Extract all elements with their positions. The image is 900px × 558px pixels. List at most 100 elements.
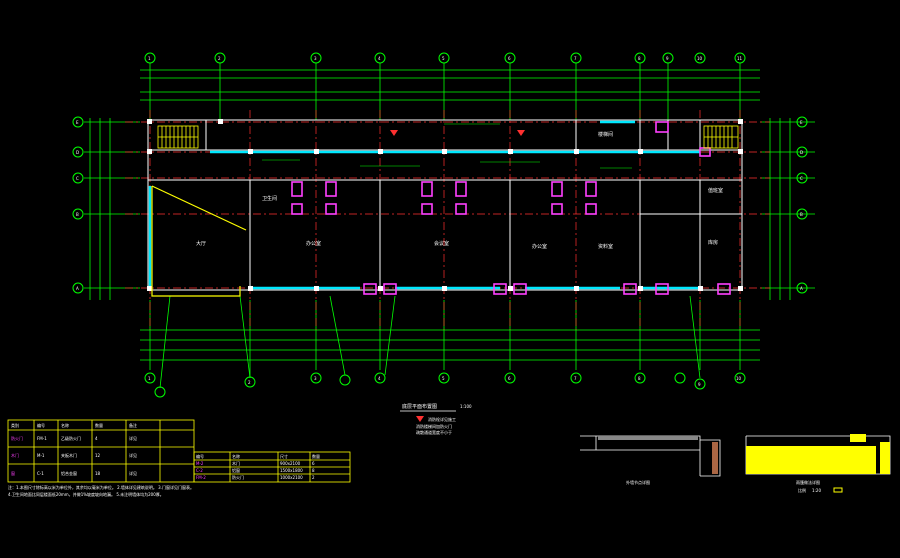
detail-2-scale-value: 1:20 [812, 488, 821, 493]
sub-cell: 6 [312, 461, 315, 466]
legend-cell: 详见 [129, 452, 137, 458]
legend-cell: 铝合金窗 [61, 470, 77, 476]
legend-header-0: 类别 [11, 422, 19, 428]
axis-label-top-6: 6 [508, 56, 511, 61]
axis-label-right-1: E [800, 120, 803, 125]
side-dimension-lines [84, 118, 815, 300]
axis-label-bottom-2: 2 [248, 380, 251, 385]
room-label-office-1: 办公室 [306, 240, 321, 247]
legend-header-4: 备注 [129, 422, 137, 428]
columns [147, 119, 743, 291]
legend-cell: 木门 [11, 452, 19, 458]
sub-cell: 2 [312, 475, 315, 480]
stair-right [703, 125, 739, 149]
axis-label-bottom-5: 5 [442, 376, 445, 381]
axis-label-bottom-6: 6 [508, 376, 511, 381]
legend-cell: 18 [95, 471, 101, 476]
note-line-1: 注：1.本图尺寸除标高以米为单位外，其余均以毫米为单位。 2.墙体详见建筑说明。… [8, 484, 194, 490]
axis-label-top-11: 11 [737, 56, 743, 61]
legend-cell: 4 [95, 436, 98, 441]
plan-note-3: 疏散通道宽度不小于 [416, 429, 452, 435]
room-label-office-4: 资料室 [598, 243, 613, 250]
axis-label-top-3: 3 [314, 56, 317, 61]
axis-label-top-1: 1 [148, 56, 151, 61]
axis-label-left-5: A [76, 286, 79, 291]
legend-cell: 乙级防火门 [61, 435, 81, 441]
axis-label-right-2: D [800, 150, 803, 155]
bottom-axis-labels: 1 2 3 4 5 6 7 8 9 10 [148, 376, 742, 387]
room-label-stair-room: 楼梯间 [598, 131, 613, 138]
detail-2-scale-label: 比例 [798, 487, 806, 493]
axis-label-bottom-9: 9 [698, 382, 701, 387]
bottom-dimension-lines [140, 295, 760, 389]
axis-label-top-5: 5 [442, 56, 445, 61]
bottom-axis-bubbles [144, 372, 746, 398]
axis-label-bottom-10: 10 [736, 376, 742, 381]
walls [147, 119, 743, 291]
legend-header-2: 名称 [61, 422, 69, 428]
axis-label-bottom-4: 4 [378, 376, 381, 381]
sub-cell: 8 [312, 468, 315, 473]
legend-header-1: 编号 [37, 422, 45, 428]
sub-header-0: 编号 [196, 453, 204, 459]
sub-cell: 木门 [232, 460, 240, 466]
sub-cell: 1000x2100 [280, 475, 303, 480]
axis-label-top-10: 10 [697, 56, 703, 61]
legend-cell: 防火门 [11, 435, 23, 441]
sub-header-3: 数量 [312, 453, 320, 459]
room-label-office-2: 会议室 [434, 240, 449, 247]
corridor-annotations [262, 123, 632, 169]
legend-cell: C-1 [37, 471, 44, 476]
sub-header-2: 尺寸 [280, 453, 288, 459]
hall-outline [151, 185, 247, 297]
legend-cell: 详见 [129, 470, 137, 476]
room-label-store: 库房 [708, 239, 718, 246]
room-label-wc: 卫生间 [262, 195, 277, 202]
plan-title: 底层平面布置图 [402, 403, 437, 410]
axis-label-left-3: C [76, 176, 79, 181]
legend-cell: M-1 [37, 453, 45, 458]
axis-label-bottom-8: 8 [638, 376, 641, 381]
side-axis-labels: E D C B A E D C B A [76, 120, 803, 291]
room-label-hall: 大厅 [196, 240, 206, 247]
axis-lines [125, 110, 770, 330]
axis-label-top-4: 4 [378, 56, 381, 61]
sub-cell: 铝窗 [232, 467, 240, 473]
top-axis-bubbles [144, 52, 746, 64]
axis-label-bottom-7: 7 [574, 376, 577, 381]
sub-cell: M-2 [196, 461, 204, 466]
legend-table: 类别 编号 名称 数量 备注 防火门 FM-1 乙级防火门 4 详见 木门 M-… [7, 419, 351, 483]
legend-cell: 窗 [11, 470, 15, 476]
legend-cell: 12 [95, 453, 101, 458]
sub-cell: C-2 [196, 468, 203, 473]
windows [148, 120, 700, 290]
fire-markers [390, 130, 525, 136]
top-dimension-lines [140, 63, 760, 120]
room-label-duty: 值班室 [708, 187, 723, 194]
side-axis-bubbles [72, 116, 808, 294]
sub-cell: 防火门 [232, 474, 244, 480]
axis-label-bottom-3: 3 [314, 376, 317, 381]
axis-label-top-9: 9 [666, 56, 669, 61]
axis-label-right-3: C [800, 176, 803, 181]
detail-1-title: 外墙节点详图 [626, 479, 650, 485]
axis-label-right-5: A [800, 286, 803, 291]
top-axis-labels: 1 2 3 4 5 6 7 8 9 10 11 [148, 56, 743, 61]
note-line-2: 4.卫生间地面比同层楼面低20mm，并做1%坡度坡向地漏。 5.未注明墙体均为2… [8, 491, 164, 497]
legend-header-3: 数量 [95, 422, 103, 428]
detail-2-title: 雨篷做法详图 [796, 479, 820, 485]
legend-cell: FM-1 [37, 436, 47, 441]
room-labels: 大厅 办公室 会议室 办公室 资料室 楼梯间 卫生间 值班室 库房 [196, 131, 723, 250]
sub-header-1: 名称 [232, 453, 240, 459]
plan-title-block: 底层平面布置图 1:100 消防栓详见施工 消防楼梯间加防火门 疏散通道宽度不小… [400, 403, 472, 435]
legend-cell: 详见 [129, 435, 137, 441]
doors [291, 121, 731, 295]
sub-cell: FM-2 [196, 475, 206, 480]
room-label-office-3: 办公室 [532, 243, 547, 250]
plan-scale: 1:100 [460, 404, 472, 409]
axis-label-right-4: B [800, 212, 803, 217]
sub-cell: 1500x1800 [280, 468, 303, 473]
axis-label-left-2: D [76, 150, 79, 155]
axis-label-left-1: E [76, 120, 79, 125]
